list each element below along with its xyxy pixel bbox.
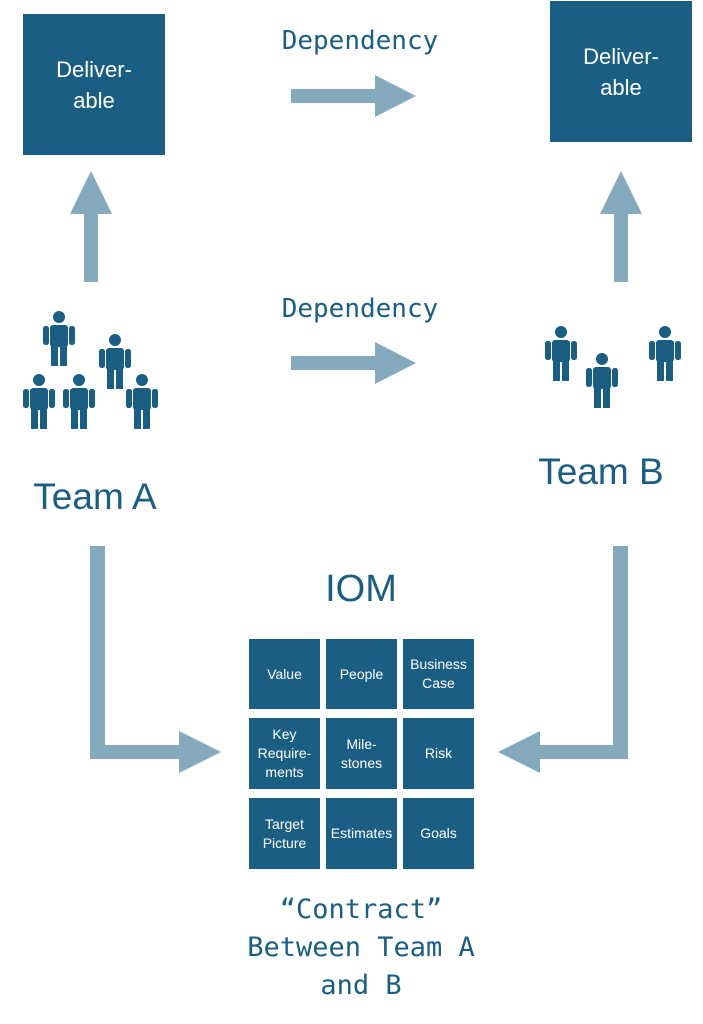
iom-cell-people: People [326,639,397,709]
iom-cell-value: Value [249,639,320,709]
person-icon [99,334,131,389]
person-icon [43,311,75,366]
person-icon [649,326,681,381]
person-icon [23,374,55,429]
person-icon [586,353,618,408]
iom-cell-estimates: Estimates [326,798,397,869]
elbow-arrow-icon-a [90,546,221,773]
team-b-label: Team B [538,451,664,492]
iom-cell-risk: Risk [403,718,474,789]
person-icon [63,374,95,429]
iom-cell-key-requirements: Key Require- ments [249,718,320,789]
arrow-right-icon-top [291,75,416,117]
team-b-people-icon [545,326,681,408]
elbow-arrow-icon-b [498,546,628,773]
deliverable-b-box: Deliver- able [550,1,692,142]
person-icon [126,374,158,429]
arrow-right-icon-middle [291,342,416,384]
dependency-top-label: Dependency [281,26,439,56]
person-icon [545,326,577,381]
iom-cell-target-picture: Target Picture [249,798,320,869]
deliverable-b-label: Deliver- able [583,43,659,100]
iom-title: IOM [325,568,397,610]
iom-cell-milestones: Mile- stones [326,718,397,789]
contract-caption: “Contract” Between Team A and B [247,894,475,1001]
deliverable-a-box: Deliver- able [23,14,165,155]
team-a-people-icon [23,311,158,429]
dependency-middle-label: Dependency [281,294,439,324]
arrow-up-icon-a [70,171,112,282]
iom-cell-business-case: Business Case [403,639,474,709]
deliverable-a-label: Deliver- able [56,56,132,113]
team-a-label: Team A [33,476,157,517]
iom-cell-goals: Goals [403,798,474,869]
arrow-up-icon-b [600,171,642,282]
